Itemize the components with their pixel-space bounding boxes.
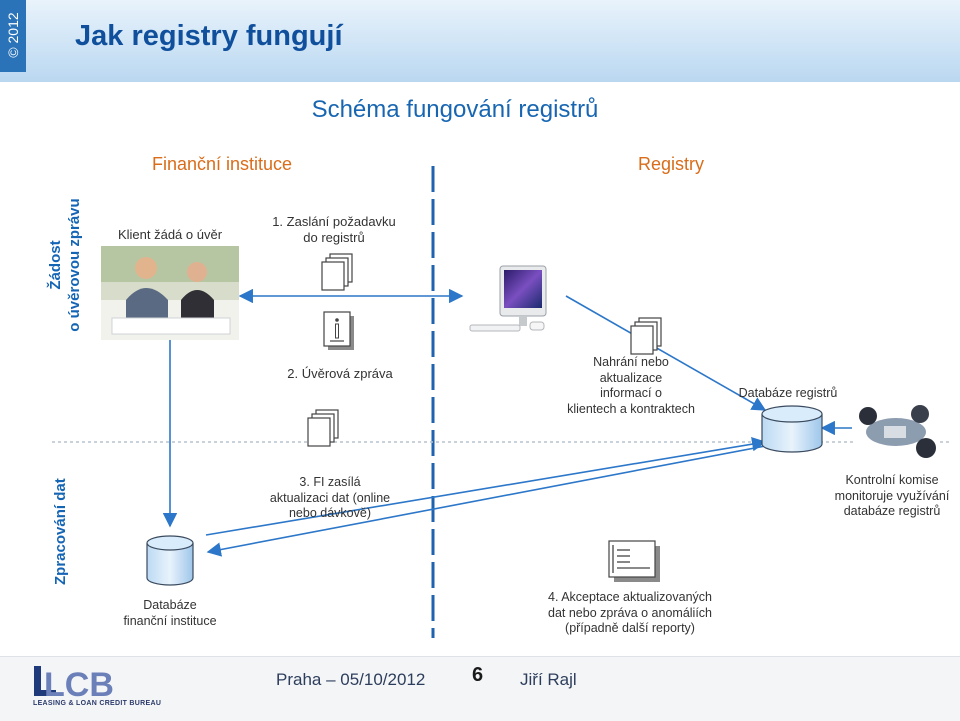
svg-text:LCB: LCB	[44, 666, 114, 702]
footer-location-date: Praha – 05/10/2012	[276, 670, 426, 689]
label-registry-database: Databáze registrů	[738, 386, 838, 400]
label-fi-db-line: finanční instituce	[123, 613, 217, 628]
label-upload-line: informací o	[600, 386, 662, 400]
page-title: Jak registry fungují	[75, 20, 343, 52]
column-heading-financial-institution: Finanční instituce	[152, 154, 293, 174]
info-document-icon	[323, 311, 354, 350]
label-upload-line: aktualizace	[599, 370, 663, 385]
label-step1-line: do registrů	[303, 229, 365, 245]
document-stack-icon	[321, 253, 353, 291]
database-icon	[146, 535, 194, 586]
label-step4-line: 4. Akceptace aktualizovaných	[548, 590, 712, 604]
label-fi-database: Databáze finanční instituce	[106, 598, 234, 629]
label-step2: 2. Úvěrová zpráva	[287, 366, 393, 381]
page-number: 6	[472, 664, 484, 686]
logo-tagline: LEASING & LOAN CREDIT BUREAU	[33, 700, 162, 707]
computer-icon	[469, 265, 547, 332]
footer-author: Jiří Rajl	[520, 670, 577, 689]
column-heading-registries: Registry	[638, 154, 705, 174]
meeting-photo-icon	[853, 404, 939, 464]
label-control-commission: Kontrolní komise monitoruje využívání da…	[826, 473, 958, 520]
label-step4: 4. Akceptace aktualizovaných dat nebo zp…	[520, 590, 740, 637]
llcb-logo: LCB	[34, 666, 114, 702]
label-client-request: Klient žádá o úvěr	[117, 227, 223, 242]
label-step3-line: 3. FI zasílá	[299, 475, 361, 489]
document-stack-icon	[307, 409, 339, 447]
label-step1: 1. Zaslání požadavku do registrů	[254, 214, 414, 245]
document-stack-icon	[630, 317, 662, 355]
footer-band	[0, 656, 960, 721]
copyright-strip	[0, 0, 26, 72]
flow-line-fi-db-to-registry	[205, 437, 767, 536]
label-commission-line: databáze registrů	[843, 504, 941, 518]
label-commission-line: Kontrolní komise	[845, 473, 939, 487]
database-icon	[761, 405, 823, 453]
label-fi-db-line: Databáze	[143, 598, 197, 612]
label-step4-line: (případně další reporty)	[565, 621, 695, 635]
label-commission-line: monitoruje využívání	[834, 488, 950, 503]
flow-line-computer-to-db	[565, 295, 767, 411]
label-step3-line: aktualizaci dat (online	[269, 490, 391, 505]
label-step4-line: dat nebo zpráva o anomáliích	[548, 605, 712, 620]
report-document-icon	[608, 540, 660, 582]
header-band	[0, 0, 960, 82]
label-upload: Nahrání nebo aktualizace informací o kli…	[556, 355, 706, 417]
diagram-title: Schéma fungování registrů	[311, 96, 599, 123]
label-step3: 3. FI zasílá aktualizaci dat (online neb…	[250, 475, 410, 522]
photo-people-icon	[101, 246, 239, 340]
label-upload-line: klientech a kontraktech	[567, 401, 695, 416]
label-step3-line: nebo dávkově)	[288, 506, 371, 520]
flow-line-registry-to-fi-db	[206, 445, 766, 557]
label-step1-line: 1. Zaslání požadavku	[272, 214, 396, 229]
label-upload-line: Nahrání nebo	[593, 355, 669, 369]
